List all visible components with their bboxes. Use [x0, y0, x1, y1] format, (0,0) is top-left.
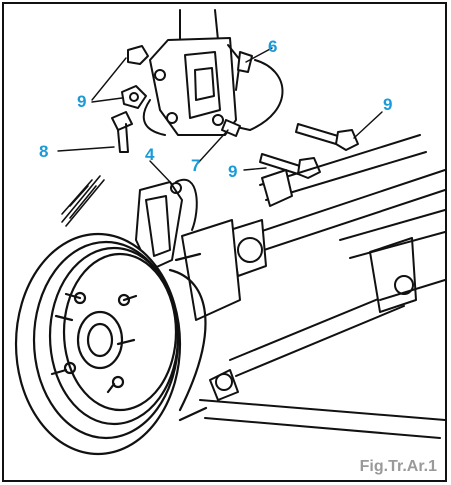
- leader-lines: [57, 47, 383, 185]
- hub-carrier: [135, 178, 241, 321]
- nuts-left: [121, 45, 149, 109]
- callout-9-upper-right: 9: [383, 95, 393, 114]
- coil-spring: [61, 175, 105, 227]
- suspension-arms: [199, 134, 446, 439]
- callout-8: 8: [39, 142, 49, 161]
- callout-7: 7: [191, 156, 201, 175]
- bolt-8: [111, 111, 133, 153]
- shock-absorber: [149, 9, 253, 136]
- figure-caption: Fig.Tr.Ar.1: [359, 458, 437, 475]
- callout-9-left: 9: [77, 92, 87, 111]
- brake-hose: [142, 59, 284, 137]
- callout-6: 6: [268, 37, 278, 56]
- callout-9-middle: 9: [228, 162, 238, 181]
- bolts-right: [259, 123, 359, 179]
- brake-drum: [14, 232, 208, 456]
- callout-4: 4: [145, 145, 155, 164]
